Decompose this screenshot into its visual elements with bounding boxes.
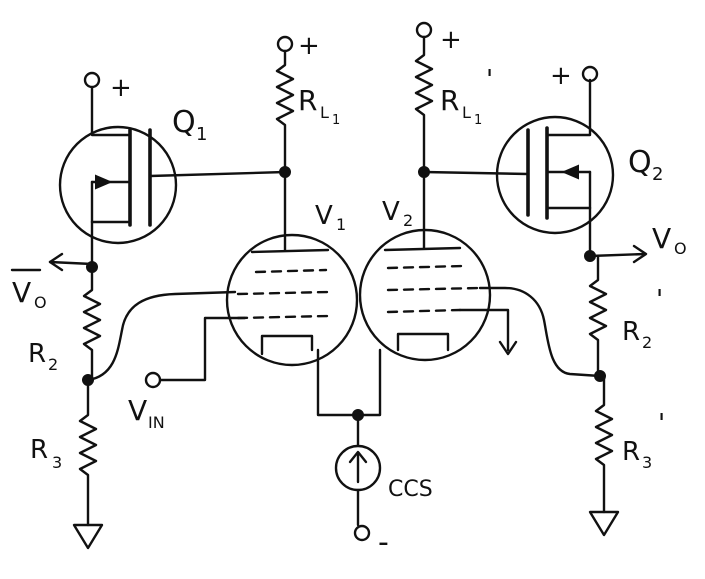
q1-body-circle	[58, 125, 178, 245]
vo-left-label: V	[12, 276, 31, 309]
r3p-resistor	[594, 374, 614, 514]
r3p-label-prime: '	[658, 409, 665, 439]
minus-supply-terminal	[353, 524, 371, 542]
r3-resistor	[78, 378, 98, 527]
ccs-arrow-icon	[348, 450, 368, 464]
vin-terminal	[144, 371, 162, 389]
r2p-label-prime: '	[656, 285, 663, 315]
cathode-tie-wire	[316, 348, 382, 417]
q2-body-circle	[495, 115, 615, 235]
v2-grid-ground-icon	[498, 340, 518, 356]
rl1p-supply-terminal	[415, 21, 433, 39]
q1-label: Q	[172, 105, 196, 140]
vo-left-wire	[48, 260, 94, 266]
vo-right-label-sub: O	[674, 239, 687, 258]
v2-grid-3	[386, 264, 464, 270]
vin-label-sub: IN	[148, 413, 165, 432]
rl1-label-sub2: 1	[332, 113, 340, 128]
v1-grid-2	[236, 290, 330, 296]
v2-plate	[383, 246, 462, 252]
q2-supply-plus: +	[550, 61, 572, 91]
rl1-supply-terminal	[276, 35, 294, 53]
v2-cathode	[396, 332, 450, 352]
rl1-label-sub: L	[320, 103, 329, 122]
q1-arrow	[95, 174, 113, 190]
v2-grid-1	[386, 308, 462, 314]
minus-supply-label: -	[378, 525, 389, 560]
q2-supply-terminal	[581, 65, 599, 83]
r2-label: R	[28, 339, 46, 369]
rl1p-supply-plus: +	[440, 25, 462, 55]
v2-tube	[358, 228, 492, 362]
rl1p-label-prime: '	[486, 65, 493, 95]
v2-grid-2	[386, 286, 482, 292]
r3-label-sub: 3	[52, 453, 62, 472]
q2-drain-lead	[545, 78, 592, 137]
v2-label-sub: 2	[403, 211, 413, 230]
v1-cathode	[260, 334, 314, 356]
v2-label: V	[382, 197, 400, 227]
feedback-wire-left	[86, 290, 237, 382]
vo-right-arrowhead	[632, 244, 648, 264]
rl1-supply-plus: +	[298, 31, 320, 61]
q1-supply-terminal	[83, 71, 101, 89]
v1-label: V	[315, 201, 333, 231]
rl1p-resistor	[414, 35, 434, 174]
vo-left-arrowhead	[48, 252, 64, 272]
q2-arrow	[561, 164, 579, 180]
q1-drain-lead	[90, 86, 132, 137]
v1-grid-1	[236, 314, 330, 320]
r2p-resistor	[588, 254, 608, 378]
vin-label: V	[128, 394, 147, 427]
v1-grid-3	[254, 268, 328, 274]
vo-right-wire	[588, 252, 647, 258]
r3p-label: R	[622, 437, 640, 467]
r3-label: R	[30, 435, 48, 465]
v1-label-sub: 1	[336, 215, 346, 234]
v1-tube	[225, 233, 359, 367]
ground-left-icon	[72, 523, 104, 550]
ground-right-icon	[588, 510, 620, 537]
rl1p-label-sub2: 1	[474, 113, 482, 128]
v2-grid-ground-wire	[458, 308, 510, 352]
q1-mosfet	[58, 86, 287, 245]
rl1p-label: R	[440, 84, 459, 117]
q1-supply-plus: +	[110, 73, 132, 103]
rl1p-label-sub: L	[462, 103, 471, 122]
q2-label-sub: 2	[652, 164, 663, 185]
q1-gate-wire	[148, 170, 287, 178]
vin-to-grid-wire	[158, 316, 247, 382]
ccs-label: CCS	[388, 477, 433, 502]
rl1-label: R	[298, 84, 317, 117]
vo-right-label: V	[652, 222, 671, 255]
q2-gate-wire	[422, 170, 530, 176]
q2-label: Q	[628, 145, 652, 180]
v1-plate	[250, 248, 330, 254]
r2p-label-sub: 2	[642, 333, 652, 352]
feedback-wire-right	[478, 286, 602, 378]
r2p-label: R	[622, 317, 640, 347]
rl1-resistor	[275, 49, 295, 174]
q2-mosfet	[495, 78, 615, 235]
r3p-label-sub: 3	[642, 453, 652, 472]
r2-label-sub: 2	[48, 355, 58, 374]
q1-label-sub: 1	[196, 124, 207, 145]
vo-left-label-sub: O	[34, 293, 47, 312]
r2-resistor	[82, 265, 102, 382]
v1-envelope	[225, 233, 359, 367]
